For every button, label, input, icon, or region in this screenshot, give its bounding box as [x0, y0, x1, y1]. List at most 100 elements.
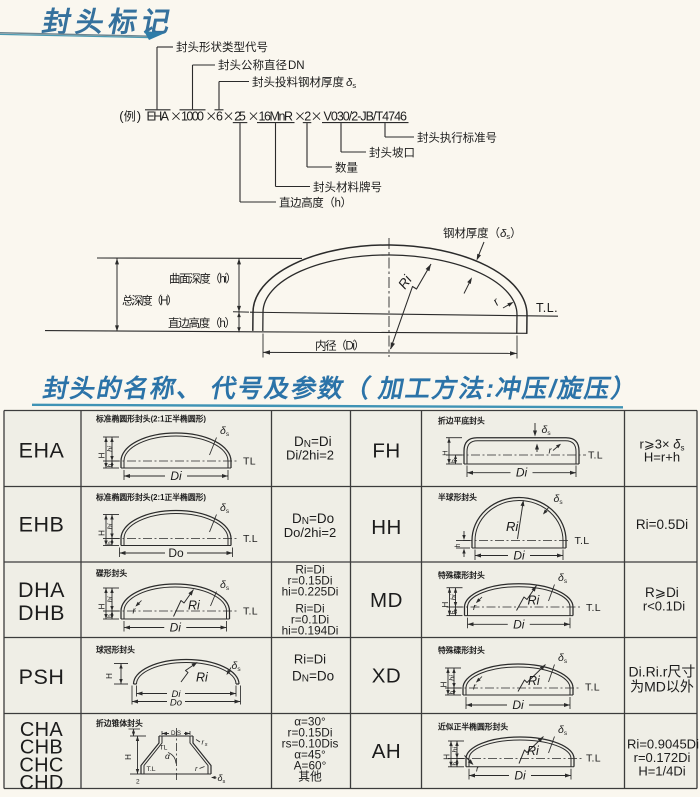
svg-text:内径（Di）: 内径（Di） — [315, 338, 365, 354]
svg-text:特殊碟形封头: 特殊碟形封头 — [438, 645, 485, 656]
svg-text:T.L.: T.L. — [536, 301, 558, 315]
svg-text:EHA: EHA — [147, 110, 170, 124]
svg-text:折边锥体封头: 折边锥体封头 — [96, 718, 143, 729]
svg-text:Di: Di — [513, 549, 525, 563]
svg-text:数量: 数量 — [335, 160, 358, 176]
svg-text:h: h — [450, 690, 457, 694]
svg-text:hi: hi — [448, 675, 457, 681]
svg-text:T.L: T.L — [243, 533, 258, 545]
svg-text:近似正半椭圆形封头: 近似正半椭圆形封头 — [438, 722, 508, 733]
svg-text:H=1/4Di: H=1/4Di — [638, 764, 685, 779]
svg-text:T.L: T.L — [586, 753, 601, 765]
svg-text:hi: hi — [106, 596, 115, 602]
svg-text:碟形封头: 碟形封头 — [96, 568, 127, 579]
svg-text:封头执行标准号: 封头执行标准号 — [417, 130, 497, 146]
svg-text:特殊碟形封头: 特殊碟形封头 — [438, 570, 485, 581]
svg-text:Ri=0.5Di: Ri=0.5Di — [636, 517, 688, 532]
svg-text:r<0.1Di: r<0.1Di — [643, 599, 685, 614]
svg-text:Di: Di — [513, 617, 525, 631]
svg-text:MD: MD — [370, 589, 403, 612]
svg-text:直边高度（h）: 直边高度（h） — [279, 195, 352, 211]
svg-text:总深度（H）: 总深度（H） — [122, 293, 178, 309]
svg-text:Ri: Ri — [527, 744, 540, 758]
svg-text:H: H — [124, 754, 133, 760]
svg-text:Di/2hi=2: Di/2hi=2 — [286, 448, 334, 463]
svg-text:h: h — [453, 762, 460, 766]
svg-text:16MnR: 16MnR — [259, 110, 294, 124]
svg-text:其他: 其他 — [298, 768, 322, 785]
svg-text:H: H — [105, 673, 114, 679]
svg-text:Do/2hi=2: Do/2hi=2 — [284, 525, 336, 540]
svg-text:Di: Di — [170, 621, 182, 635]
svg-text:标准椭圆形封头(2:1正半椭圆形): 标准椭圆形封头(2:1正半椭圆形) — [95, 414, 206, 425]
svg-text:封头投料钢材厚度: 封头投料钢材厚度 — [252, 74, 345, 90]
svg-text:Di: Di — [516, 466, 528, 480]
svg-text:hi: hi — [451, 747, 460, 753]
svg-text:H: H — [98, 452, 107, 458]
svg-text:): ) — [137, 109, 141, 124]
svg-text:封头材料牌号: 封头材料牌号 — [313, 179, 382, 195]
svg-text:h: h — [108, 614, 115, 618]
svg-text:DN: DN — [288, 60, 305, 72]
svg-text:H: H — [443, 754, 452, 760]
svg-text:EHB: EHB — [19, 513, 65, 537]
svg-text:T.L: T.L — [575, 535, 590, 547]
svg-text:H: H — [441, 602, 450, 608]
svg-text:H: H — [441, 450, 450, 455]
svg-text:1000: 1000 — [181, 110, 204, 124]
svg-text:DHA: DHA — [18, 578, 65, 602]
svg-text:XD: XD — [372, 665, 401, 688]
svg-text:T.L: T.L — [243, 606, 258, 618]
svg-text:TL: TL — [243, 456, 256, 468]
svg-text:h: h — [108, 541, 115, 545]
svg-text:AH: AH — [372, 740, 401, 763]
svg-text:25: 25 — [234, 110, 246, 124]
svg-text:V030/2-JB/T4746: V030/2-JB/T4746 — [324, 110, 408, 124]
svg-text:PSH: PSH — [19, 665, 65, 689]
svg-text:h: h — [451, 610, 458, 614]
svg-text:Do: Do — [168, 546, 184, 560]
svg-text:Ri=Di: Ri=Di — [294, 652, 326, 667]
svg-text:s: s — [205, 742, 208, 748]
svg-text:标准椭圆形封头(2:1正半椭圆形): 标准椭圆形封头(2:1正半椭圆形) — [95, 492, 206, 503]
svg-text:h: h — [455, 543, 462, 547]
svg-text:H: H — [440, 681, 449, 687]
svg-text:H=r+h: H=r+h — [644, 450, 680, 465]
svg-text:Di: Di — [170, 469, 182, 483]
svg-text:Di: Di — [512, 698, 524, 712]
svg-text:HH: HH — [371, 516, 402, 539]
svg-text:钢材厚度（: 钢材厚度（ — [443, 225, 500, 241]
svg-text:δs）: δs） — [500, 225, 522, 241]
svg-text:hi: hi — [106, 446, 115, 452]
svg-text:h: h — [108, 463, 115, 467]
svg-text:2: 2 — [136, 779, 140, 786]
svg-text:封头形状类型代号: 封头形状类型代号 — [176, 39, 268, 55]
svg-text:封头坡口: 封头坡口 — [369, 145, 415, 161]
svg-text:Di: Di — [514, 769, 526, 783]
svg-text:曲面深度（hi）: 曲面深度（hi） — [169, 271, 237, 287]
svg-text:Ri: Ri — [528, 674, 541, 688]
svg-text:T.L: T.L — [588, 450, 603, 462]
svg-text:Ri: Ri — [506, 519, 519, 534]
svg-text:T.L: T.L — [147, 766, 156, 773]
svg-text:Ri: Ri — [196, 671, 209, 685]
svg-text:DiS: DiS — [171, 730, 181, 737]
svg-text:Do: Do — [170, 698, 182, 709]
svg-text:T.L: T.L — [585, 682, 600, 694]
svg-text:EHA: EHA — [19, 439, 65, 463]
svg-text:hi: hi — [449, 594, 458, 600]
svg-text:H: H — [98, 530, 107, 536]
svg-text:球冠形封头: 球冠形封头 — [96, 645, 135, 656]
svg-text:DHB: DHB — [18, 601, 65, 625]
svg-text:FH: FH — [372, 440, 400, 463]
svg-text:CHD: CHD — [19, 772, 63, 792]
svg-text:为MD以外: 为MD以外 — [630, 677, 694, 697]
svg-text:hi: hi — [106, 523, 115, 529]
svg-text:Ri: Ri — [528, 594, 541, 608]
svg-text:Ri: Ri — [188, 599, 201, 613]
svg-text:T.L: T.L — [586, 602, 601, 614]
svg-text:×: × — [311, 108, 323, 125]
svg-text:×: × — [223, 108, 235, 125]
svg-text:hi=0.225Di: hi=0.225Di — [282, 585, 339, 599]
svg-text:例: 例 — [124, 108, 136, 125]
